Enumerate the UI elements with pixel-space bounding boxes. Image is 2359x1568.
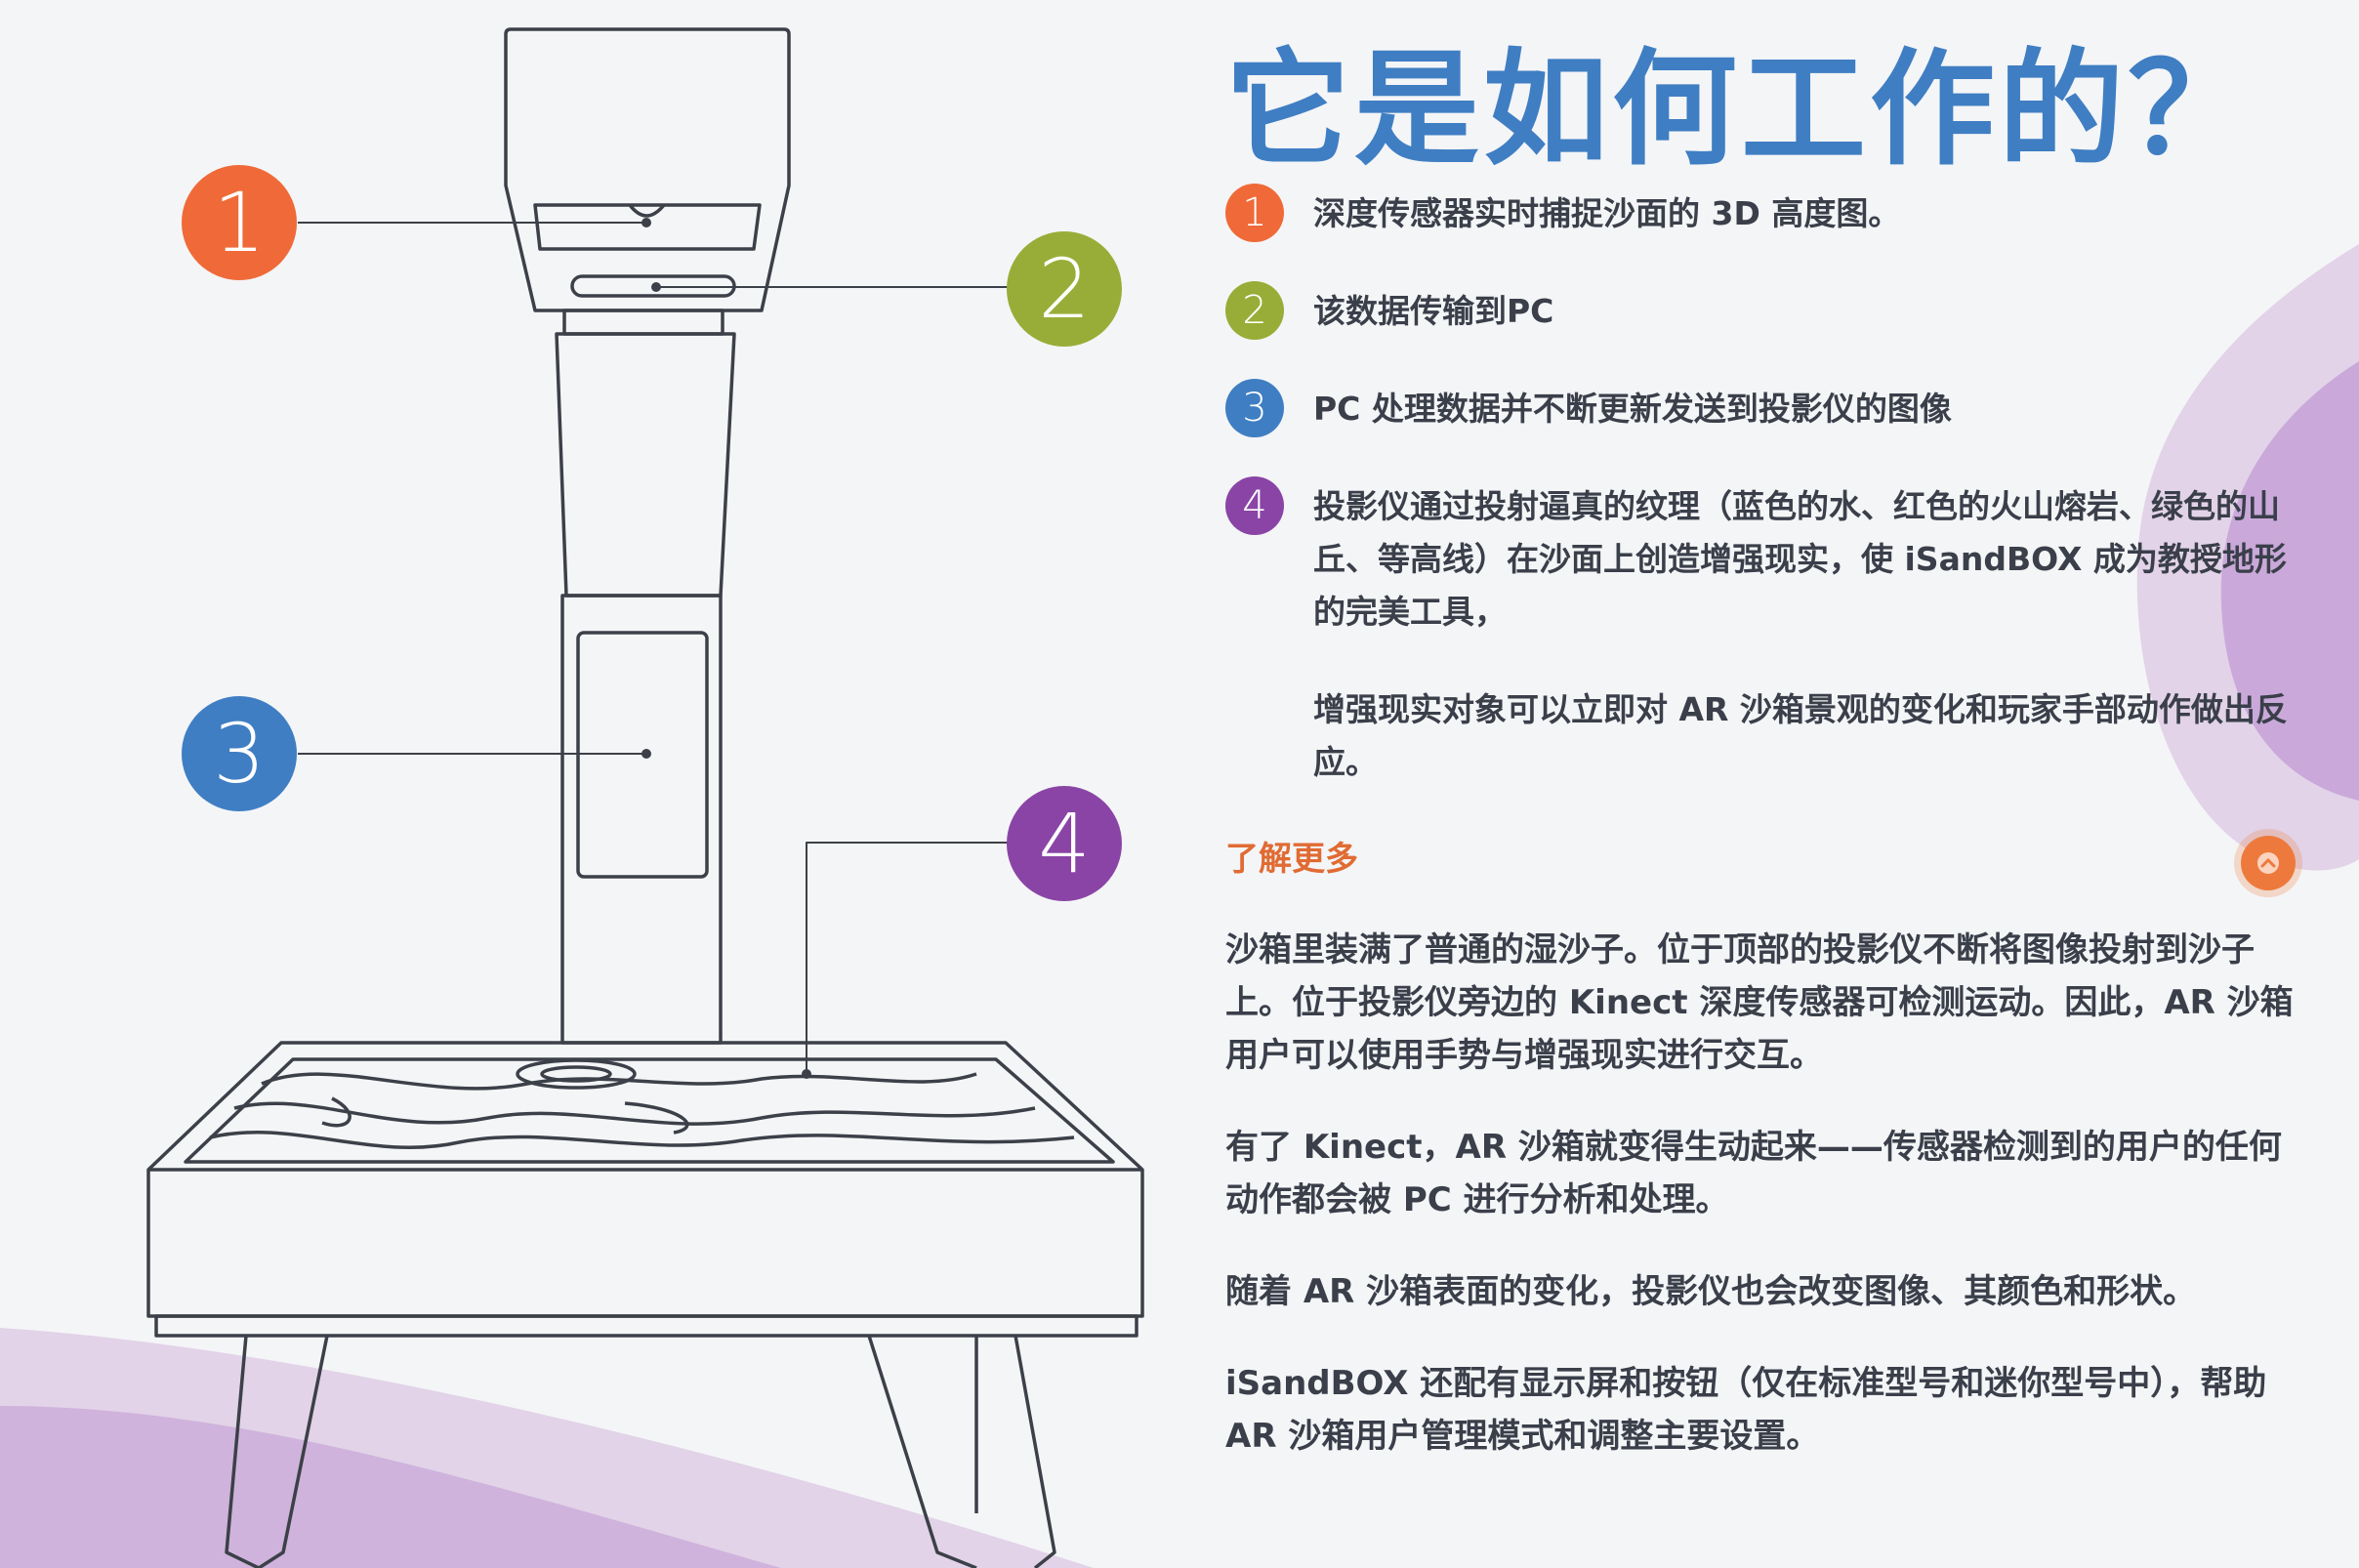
step-number-2: 2 [1225, 281, 1284, 340]
step-number-4: 4 [1225, 476, 1284, 535]
step-number-3: 3 [1225, 379, 1284, 437]
callout-3: 3 [182, 696, 297, 811]
learn-more-link[interactable]: 了解更多 [1225, 840, 1358, 879]
callout-dots [641, 218, 811, 1079]
scroll-to-top-button[interactable] [2241, 836, 2296, 890]
wave-bottom-mid [0, 1406, 781, 1568]
step-number-1: 1 [1225, 184, 1284, 242]
callout-4: 4 [1007, 786, 1122, 901]
paragraph-3: 随着 AR 沙箱表面的变化，投影仪也会改变图像、其颜色和形状。 [1225, 1272, 2197, 1311]
step-text-4-extra: 增强现实对象可以立即对 AR 沙箱景观的变化和玩家手部动作做出反应。 [1313, 690, 2288, 781]
chevron-up-icon [2257, 852, 2279, 874]
wave-right-mid [2220, 361, 2359, 801]
paragraph-4: iSandBOX 还配有显示屏和按钮（仅在标准型号和迷你型号中），帮助 AR 沙… [1225, 1364, 2267, 1456]
callout-1: 1 [182, 165, 297, 280]
step-text-4: 投影仪通过投射逼真的纹理（蓝色的水、红色的火山熔岩、绿色的山丘、等高线）在沙面上… [1313, 487, 2287, 631]
step-text-2: 该数据传输到PC [1313, 292, 1554, 330]
page-title: 它是如何工作的？ [1225, 37, 2257, 183]
paragraph-1: 沙箱里装满了普通的湿沙子。位于顶部的投影仪不断将图像投射到沙子上。位于投影仪旁边… [1225, 930, 2294, 1075]
callout-2: 2 [1007, 231, 1122, 347]
column [555, 309, 736, 1045]
sandbox [146, 1041, 1144, 1338]
callout-lines [298, 222, 1008, 1074]
projector-head [504, 27, 791, 312]
step-text-3: PC 处理数据并不断更新发送到投影仪的图像 [1313, 390, 1952, 428]
isandbox-device-illustration [146, 27, 1144, 1568]
step-text-1: 深度传感器实时捕捉沙面的 3D 高度图。 [1313, 194, 1901, 232]
legs [225, 1335, 1056, 1568]
paragraph-2: 有了 Kinect，AR 沙箱就变得生动起来——传感器检测到的用户的任何动作都会… [1225, 1128, 2282, 1219]
